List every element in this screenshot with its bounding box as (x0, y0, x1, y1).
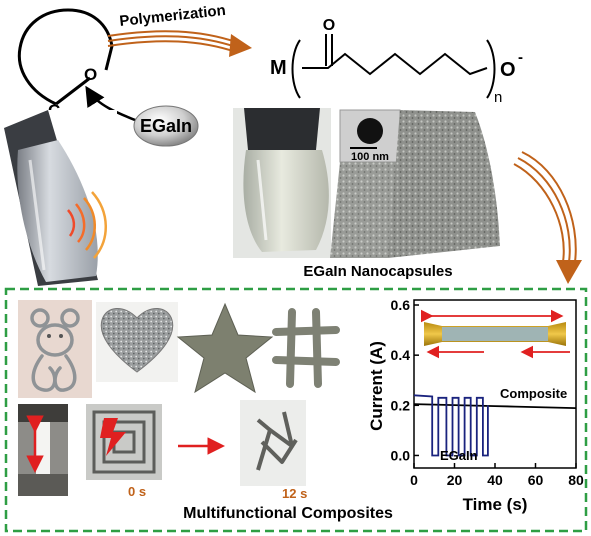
series-composite-label: Composite (500, 386, 567, 401)
time-start-label: 0 s (128, 484, 146, 499)
vibration-waves-icon (67, 191, 107, 259)
spiral-heating-photo (86, 404, 162, 480)
right-vial-photo (233, 108, 331, 258)
chart-y-axis-label: Current (A) (367, 341, 386, 431)
bear-glitter-photo (18, 300, 92, 398)
time-end-label: 12 s (282, 486, 307, 501)
x-tick-label: 80 (568, 472, 584, 488)
polymer-repeat-n: n (494, 89, 502, 106)
tem-inset: 100 nm (339, 109, 401, 163)
y-axis: 0.0 0.2 0.4 0.6 (391, 297, 419, 463)
y-tick-label: 0.4 (391, 347, 411, 363)
polymer-metal-label: M (270, 57, 287, 79)
lactone-ring (17, 8, 114, 106)
polymer-carbonyl-oxygen: O (323, 17, 335, 34)
electrode-tube-inset (421, 309, 570, 359)
x-tick-label: 20 (447, 472, 463, 488)
egain-droplet-label: EGaIn (140, 116, 192, 136)
deployed-structure-photo (240, 400, 306, 486)
polymer-open-paren (291, 39, 301, 99)
polymerization-label: Polymerization (119, 2, 227, 30)
heart-composite-photo (96, 302, 178, 382)
polymer-end-oxygen: O (500, 59, 516, 81)
lightning-icon (100, 418, 126, 456)
polymer-chain (302, 52, 488, 76)
nanocapsule-powder-photo (330, 110, 500, 258)
curved-orange-arrow (513, 151, 582, 284)
hash-composite-photo (272, 308, 340, 388)
x-axis: 0 20 40 60 80 (410, 463, 584, 488)
series-egain-label: EGaIn (440, 448, 478, 463)
stretching-test-photo (18, 404, 68, 496)
y-tick-label: 0.2 (391, 397, 411, 413)
polymerization-arrow (107, 30, 252, 57)
series-egain-line (413, 394, 489, 457)
polymer-end-charge: - (518, 49, 523, 66)
x-tick-label: 40 (487, 472, 503, 488)
y-tick-label: 0.0 (391, 447, 411, 463)
nanocapsule-particle-icon (357, 118, 383, 144)
current-time-chart: 0.0 0.2 0.4 0.6 0 20 40 60 80 Composite EGaIn T… (367, 297, 584, 514)
star-composite-photo (176, 302, 274, 394)
nanocapsules-label: EGaIn Nanocapsules (303, 263, 452, 280)
scale-bar-label: 100 nm (351, 151, 389, 163)
series-composite-line (413, 403, 577, 409)
chart-x-axis-label: Time (s) (463, 495, 528, 514)
y-tick-label: 0.6 (391, 297, 411, 313)
polymer-close-paren (486, 39, 496, 99)
composites-frame (4, 287, 588, 533)
composites-title: Multifunctional Composites (183, 505, 393, 522)
egain-droplet (133, 105, 199, 147)
polymer-structure: M O n O - (270, 17, 523, 106)
x-tick-label: 0 (410, 472, 418, 488)
ring-oxygen-label: O (84, 65, 97, 84)
left-vial-photo (4, 110, 117, 286)
x-tick-label: 60 (528, 472, 544, 488)
